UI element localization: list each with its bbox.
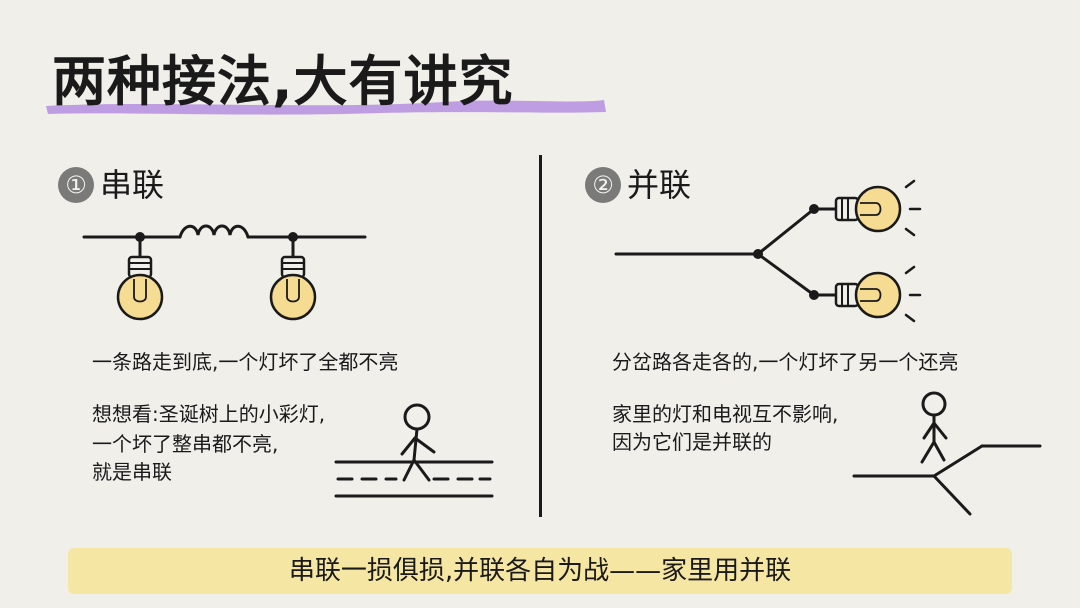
fork-road-walker-illustration: [852, 391, 1042, 516]
section-divider: [539, 155, 542, 517]
parallel-heading: ② 并联: [585, 165, 691, 205]
parallel-heading-label: 并联: [627, 166, 692, 204]
parallel-example-line: 因为它们是并联的: [612, 430, 772, 454]
bulb-icon: [269, 255, 317, 321]
series-circuit-diagram: [82, 224, 367, 321]
series-example-line: 就是串联: [92, 460, 172, 484]
series-number-badge: ①: [58, 167, 94, 203]
summary-text: 串联一损俱损,并联各自为战——家里用并联: [288, 556, 792, 586]
title-block: 两种接法,大有讲究: [44, 50, 614, 120]
series-heading: ① 串联: [58, 165, 164, 205]
series-example-line: 想想看:圣诞树上的小彩灯,: [92, 402, 326, 426]
summary-banner: 串联一损俱损,并联各自为战——家里用并联: [68, 548, 1012, 594]
series-caption: 一条路走到底,一个灯坏了全都不亮: [92, 350, 399, 374]
parallel-caption: 分岔路各走各的,一个灯坏了另一个还亮: [612, 350, 959, 374]
parallel-example-line: 家里的灯和电视互不影响,: [612, 402, 839, 426]
bulb-icon: [834, 179, 922, 237]
bulb-icon: [116, 255, 164, 321]
page-title: 两种接法,大有讲究: [52, 50, 514, 113]
series-example-line: 一个坏了整串都不亮,: [92, 432, 279, 456]
series-heading-label: 串联: [100, 166, 165, 204]
parallel-number-badge: ②: [585, 167, 621, 203]
single-road-walker-illustration: [334, 403, 494, 498]
parallel-circuit-diagram: [614, 179, 922, 323]
title-highlight-stroke: [46, 100, 606, 115]
bulb-icon: [834, 265, 922, 323]
